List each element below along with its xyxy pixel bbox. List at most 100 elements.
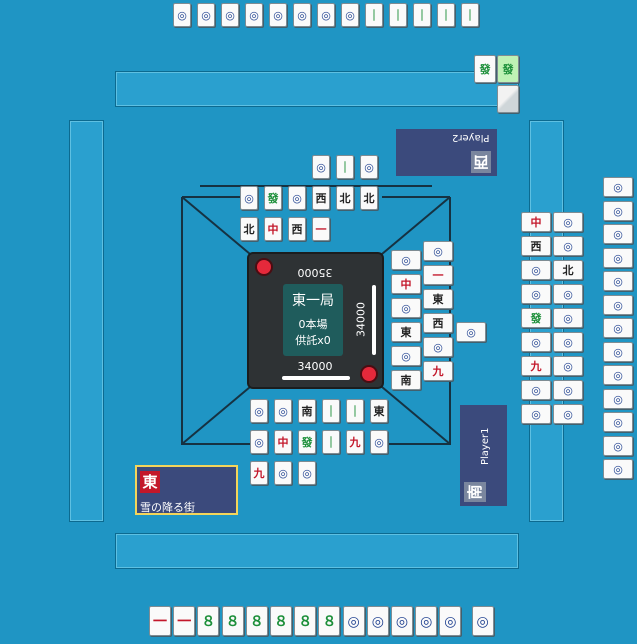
bottom-wall-panel — [115, 533, 519, 569]
meld-tile: 中 — [521, 212, 551, 232]
top-hand-tile: ◎ — [293, 3, 311, 27]
left-wall-panel — [69, 120, 104, 522]
meld-tile: ◎ — [521, 380, 551, 400]
self-discard-tile: ◎ — [274, 461, 292, 485]
right-discard-tile: 東 — [423, 289, 453, 309]
top-hand-tile: ◎ — [245, 3, 263, 27]
right-discard-tile: ◎ — [423, 241, 453, 261]
top-discard-tile: ◎ — [288, 186, 306, 210]
right-hand-tile: ◎ — [603, 435, 633, 456]
self-hand-tile[interactable]: ◎ — [415, 606, 438, 636]
right-discard-tile: 東 — [391, 322, 421, 342]
self-discard-tile: ◎ — [274, 399, 292, 423]
self-hand-tile[interactable]: ８ — [270, 606, 292, 636]
meld-tile: 九 — [521, 356, 551, 376]
meld-tile: ◎ — [553, 236, 583, 256]
top-hand-tile: ｜ — [365, 3, 383, 27]
meld-tile: ◎ — [553, 212, 583, 232]
self-discard-tile: 東 — [370, 399, 388, 423]
self-hand-tile[interactable]: ８ — [221, 606, 244, 636]
player-name-top: Player2 — [451, 132, 489, 143]
self-discard-tile: ◎ — [250, 399, 268, 423]
top-wall-panel — [115, 71, 519, 107]
top-hand-tile: ◎ — [173, 3, 191, 27]
top-discard-tile: 一 — [312, 217, 330, 241]
meld-tile: ◎ — [553, 356, 583, 376]
right-discard-tile: ◎ — [391, 298, 421, 318]
right-hand-tile: ◎ — [603, 177, 633, 197]
wind-badge-top: 西 — [471, 151, 491, 173]
riichi-stick-right — [372, 285, 376, 355]
self-discard-tile: 發 — [298, 430, 316, 454]
right-discard-tile: ◎ — [423, 337, 453, 357]
top-discard-tile: ｜ — [336, 155, 354, 179]
self-hand-tile[interactable]: ◎ — [439, 606, 462, 636]
top-discard-tile: 西 — [312, 186, 330, 210]
top-hand-tile: ◎ — [317, 3, 335, 27]
top-hand-tile: ◎ — [341, 3, 359, 27]
self-hand-tile[interactable]: ８ — [245, 606, 268, 636]
top-discard-tile: ◎ — [240, 186, 258, 210]
right-hand-tile: ◎ — [603, 341, 633, 362]
self-discard-tile: 九 — [346, 430, 364, 454]
right-hand-tile: ◎ — [603, 365, 633, 385]
right-hand-tile: ◎ — [603, 294, 633, 315]
player-name-right: Player1 — [480, 427, 491, 465]
self-hand-tile[interactable]: ◎ — [366, 606, 389, 636]
indicator-light-topleft — [257, 260, 271, 274]
top-discard-tile: ◎ — [312, 155, 330, 179]
meld-tile: ◎ — [521, 404, 551, 424]
self-hand-tile[interactable]: ８ — [318, 606, 341, 636]
right-hand-tile: ◎ — [603, 412, 633, 432]
meld-tile: ◎ — [553, 404, 583, 424]
wind-badge-self: 東 — [140, 471, 160, 493]
player-card-top: Player2 西 — [396, 129, 497, 176]
top-hand-tile: ｜ — [389, 3, 407, 27]
self-hand-tile[interactable]: 一 — [149, 606, 171, 636]
score-right: 34000 — [354, 302, 368, 337]
self-discard-tile: 南 — [298, 399, 316, 423]
right-discard-tile: 南 — [391, 370, 421, 390]
top-hand-tile: ｜ — [437, 3, 455, 27]
self-hand-tile[interactable]: ◎ — [342, 606, 365, 636]
top-meld-tile: 發 — [474, 55, 496, 83]
right-hand-tile: ◎ — [603, 271, 633, 291]
meld-tile: 發 — [521, 308, 551, 328]
meld-tile: 西 — [521, 236, 551, 256]
right-discard-tile: 一 — [423, 265, 453, 285]
meld-tile: 北 — [553, 260, 583, 280]
right-hand-tile: ◎ — [603, 200, 633, 221]
self-hand-tile[interactable]: ８ — [197, 606, 220, 636]
self-hand-tile[interactable]: ◎ — [471, 606, 494, 636]
top-hand-tile: ｜ — [413, 3, 431, 27]
right-hand-tile: ◎ — [603, 318, 633, 338]
self-hand-tile[interactable]: ◎ — [391, 606, 413, 636]
self-discard-tile: ｜ — [322, 399, 340, 423]
meld-tile: ◎ — [553, 380, 583, 400]
self-discard-tile: 中 — [274, 430, 292, 454]
right-discard-tile: ◎ — [456, 322, 486, 342]
self-hand-tile[interactable]: ８ — [294, 606, 317, 636]
top-hand-tile: ｜ — [461, 3, 479, 27]
top-discard-tile: 北 — [240, 217, 258, 241]
self-discard-tile: ｜ — [346, 399, 364, 423]
indicator-light-bottomright — [362, 367, 376, 381]
top-discard-tile: 西 — [288, 217, 306, 241]
top-discard-tile: ◎ — [360, 155, 378, 179]
meld-tile: ◎ — [553, 332, 583, 352]
round-label: 東一局 — [292, 293, 334, 309]
player-card-right: 南 Player1 — [460, 405, 507, 506]
right-hand-tile: ◎ — [603, 388, 633, 409]
right-discard-tile: ◎ — [391, 250, 421, 270]
self-hand-tile[interactable]: 一 — [173, 606, 196, 636]
right-hand-tile: ◎ — [603, 224, 633, 244]
right-discard-tile: ◎ — [391, 346, 421, 366]
kyotaku-label: 供託x0 — [295, 334, 331, 347]
top-hand-tile: ◎ — [221, 3, 239, 27]
score-top: 35000 — [297, 266, 333, 279]
meld-tile: ◎ — [553, 308, 583, 328]
meld-tile: ◎ — [553, 284, 583, 304]
player-card-self: 東 雪の降る街 — [135, 465, 238, 515]
center-inner-panel — [283, 284, 343, 356]
